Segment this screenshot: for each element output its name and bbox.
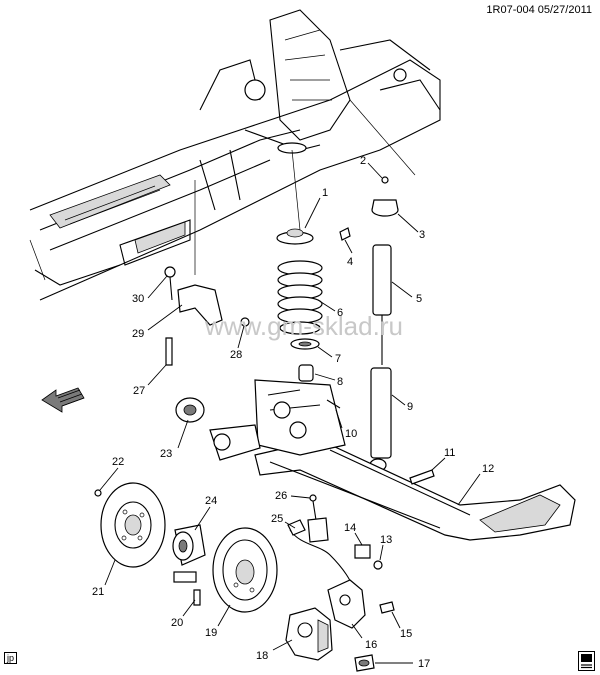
bolt-10 bbox=[326, 399, 341, 409]
callout-5: 5 bbox=[416, 293, 422, 305]
callout-labels: 1 2 3 4 5 6 7 8 9 10 11 12 13 14 15 16 1… bbox=[92, 155, 494, 670]
callout-13: 13 bbox=[380, 534, 392, 546]
corner-tag: jp bbox=[4, 652, 18, 664]
rear-axle bbox=[254, 379, 576, 541]
callout-16: 16 bbox=[365, 639, 377, 651]
sensor-bracket bbox=[354, 544, 371, 559]
rotor-screw bbox=[94, 489, 102, 497]
hub-bolt bbox=[173, 571, 201, 606]
callout-21: 21 bbox=[92, 586, 104, 598]
callout-26: 26 bbox=[275, 490, 287, 502]
callout-24: 24 bbox=[205, 495, 217, 507]
callout-8: 8 bbox=[337, 376, 343, 388]
callout-3: 3 bbox=[419, 229, 425, 241]
callout-20: 20 bbox=[171, 617, 183, 629]
trailing-arm-bushing bbox=[175, 397, 261, 461]
callout-9: 9 bbox=[407, 401, 413, 413]
callout-10: 10 bbox=[345, 428, 357, 440]
callout-4: 4 bbox=[347, 256, 353, 268]
brake-backing-plate bbox=[212, 527, 278, 613]
alignment-lines bbox=[194, 99, 416, 275]
callout-28: 28 bbox=[230, 349, 242, 361]
watermark: www.gm-sklad.ru bbox=[204, 311, 403, 341]
sensor-bolt bbox=[373, 560, 383, 570]
spring-lower-insulator bbox=[290, 338, 320, 350]
callout-19: 19 bbox=[205, 627, 217, 639]
callout-29: 29 bbox=[132, 328, 144, 340]
callout-15: 15 bbox=[400, 628, 412, 640]
shock-upper-mount bbox=[339, 176, 399, 241]
caliper-bracket-bolt bbox=[379, 601, 395, 614]
axle-mount-bracket bbox=[164, 266, 250, 366]
callout-14: 14 bbox=[344, 522, 356, 534]
diagram-reference: 1R07-004 05/27/2011 bbox=[486, 4, 592, 16]
vehicle-underbody bbox=[29, 9, 441, 301]
spring-upper-insulator bbox=[276, 228, 314, 245]
shock-absorber bbox=[369, 244, 392, 472]
callout-1: 1 bbox=[322, 187, 328, 199]
coil-spring bbox=[277, 260, 323, 335]
front-direction-arrow-icon bbox=[41, 387, 85, 413]
callout-27: 27 bbox=[133, 385, 145, 397]
callout-2: 2 bbox=[360, 155, 366, 167]
bolt-11 bbox=[409, 469, 435, 485]
leader-lines bbox=[99, 162, 481, 664]
caliper-bracket bbox=[327, 579, 366, 629]
callout-12: 12 bbox=[482, 463, 494, 475]
callout-6: 6 bbox=[337, 307, 343, 319]
callout-18: 18 bbox=[256, 650, 268, 662]
service-manual-icon bbox=[578, 651, 595, 671]
callout-30: 30 bbox=[132, 293, 144, 305]
callout-17: 17 bbox=[418, 658, 430, 670]
wheel-speed-sensor bbox=[287, 494, 356, 591]
callout-11: 11 bbox=[444, 447, 455, 459]
hub-bearing bbox=[172, 524, 206, 566]
callout-25: 25 bbox=[271, 513, 283, 525]
brake-caliper bbox=[285, 607, 333, 661]
callout-23: 23 bbox=[160, 448, 172, 460]
callout-7: 7 bbox=[335, 353, 341, 365]
brake-rotor bbox=[100, 482, 166, 568]
callout-22: 22 bbox=[112, 456, 124, 468]
jounce-bumper bbox=[298, 364, 314, 382]
caliper-bolt bbox=[354, 654, 375, 672]
